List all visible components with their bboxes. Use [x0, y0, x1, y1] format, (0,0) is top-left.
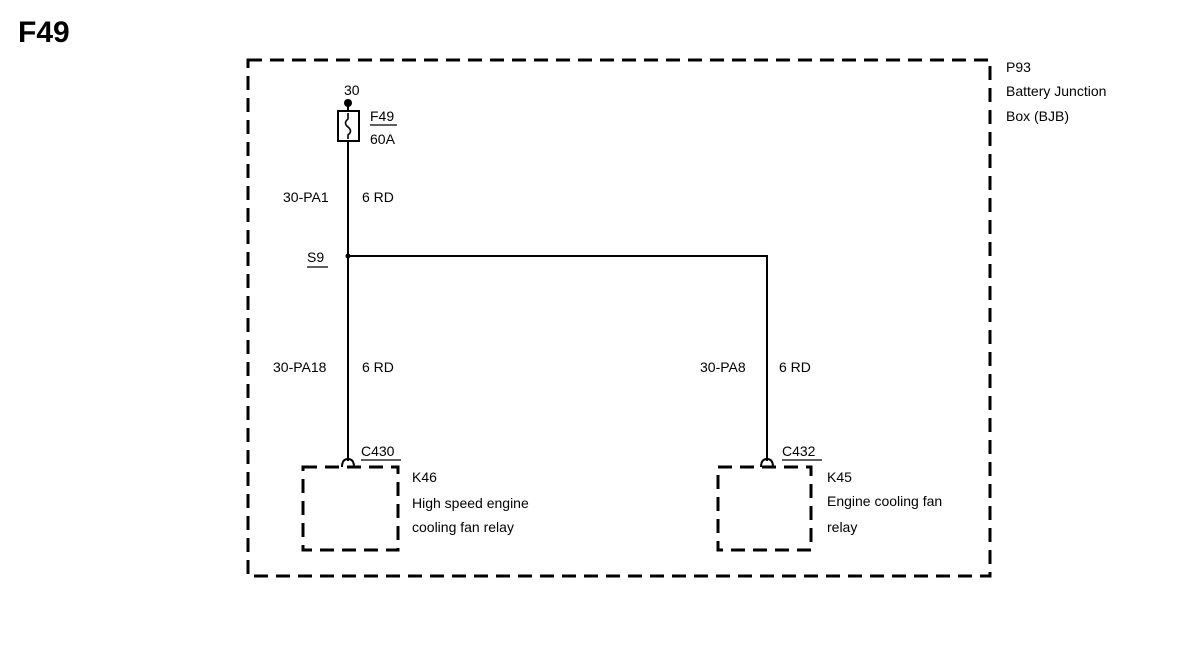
- fuse-id: F49: [370, 108, 394, 124]
- left-relay-desc-line2: cooling fan relay: [412, 519, 514, 535]
- junction-box-outline: [246, 58, 992, 578]
- junction-box-id: P93: [1006, 59, 1031, 75]
- right-branch-wire: [348, 255, 768, 461]
- left-connector-id: C430: [361, 443, 395, 459]
- right-connector-icon: [760, 457, 774, 468]
- right-relay-desc-line1: Engine cooling fan: [827, 493, 942, 509]
- right-wire-circuit: 30-PA8: [700, 359, 746, 375]
- supply-pin-label: 30: [344, 82, 360, 98]
- fuse-element-icon: [344, 113, 352, 139]
- left-relay-box: [301, 465, 400, 552]
- right-relay-box: [716, 465, 813, 552]
- left-relay-desc-line1: High speed engine: [412, 495, 529, 511]
- right-relay-id: K45: [827, 469, 852, 485]
- fuse-rating: 60A: [370, 131, 396, 147]
- left-wire-circuit: 30-PA18: [273, 359, 327, 375]
- left-connector-icon: [341, 457, 355, 468]
- junction-box-name-line2: Box (BJB): [1006, 108, 1069, 124]
- diagram-title: F49: [18, 16, 70, 49]
- right-wire-spec: 6 RD: [779, 359, 811, 375]
- junction-box-name-line1: Battery Junction: [1006, 83, 1106, 99]
- right-connector-id: C432: [782, 443, 816, 459]
- right-relay-desc-line2: relay: [827, 519, 857, 535]
- splice-label: S9: [307, 249, 324, 265]
- feed-wire-spec: 6 RD: [362, 189, 394, 205]
- feed-wire-circuit: 30-PA1: [283, 189, 329, 205]
- left-wire-spec: 6 RD: [362, 359, 394, 375]
- left-relay-id: K46: [412, 469, 437, 485]
